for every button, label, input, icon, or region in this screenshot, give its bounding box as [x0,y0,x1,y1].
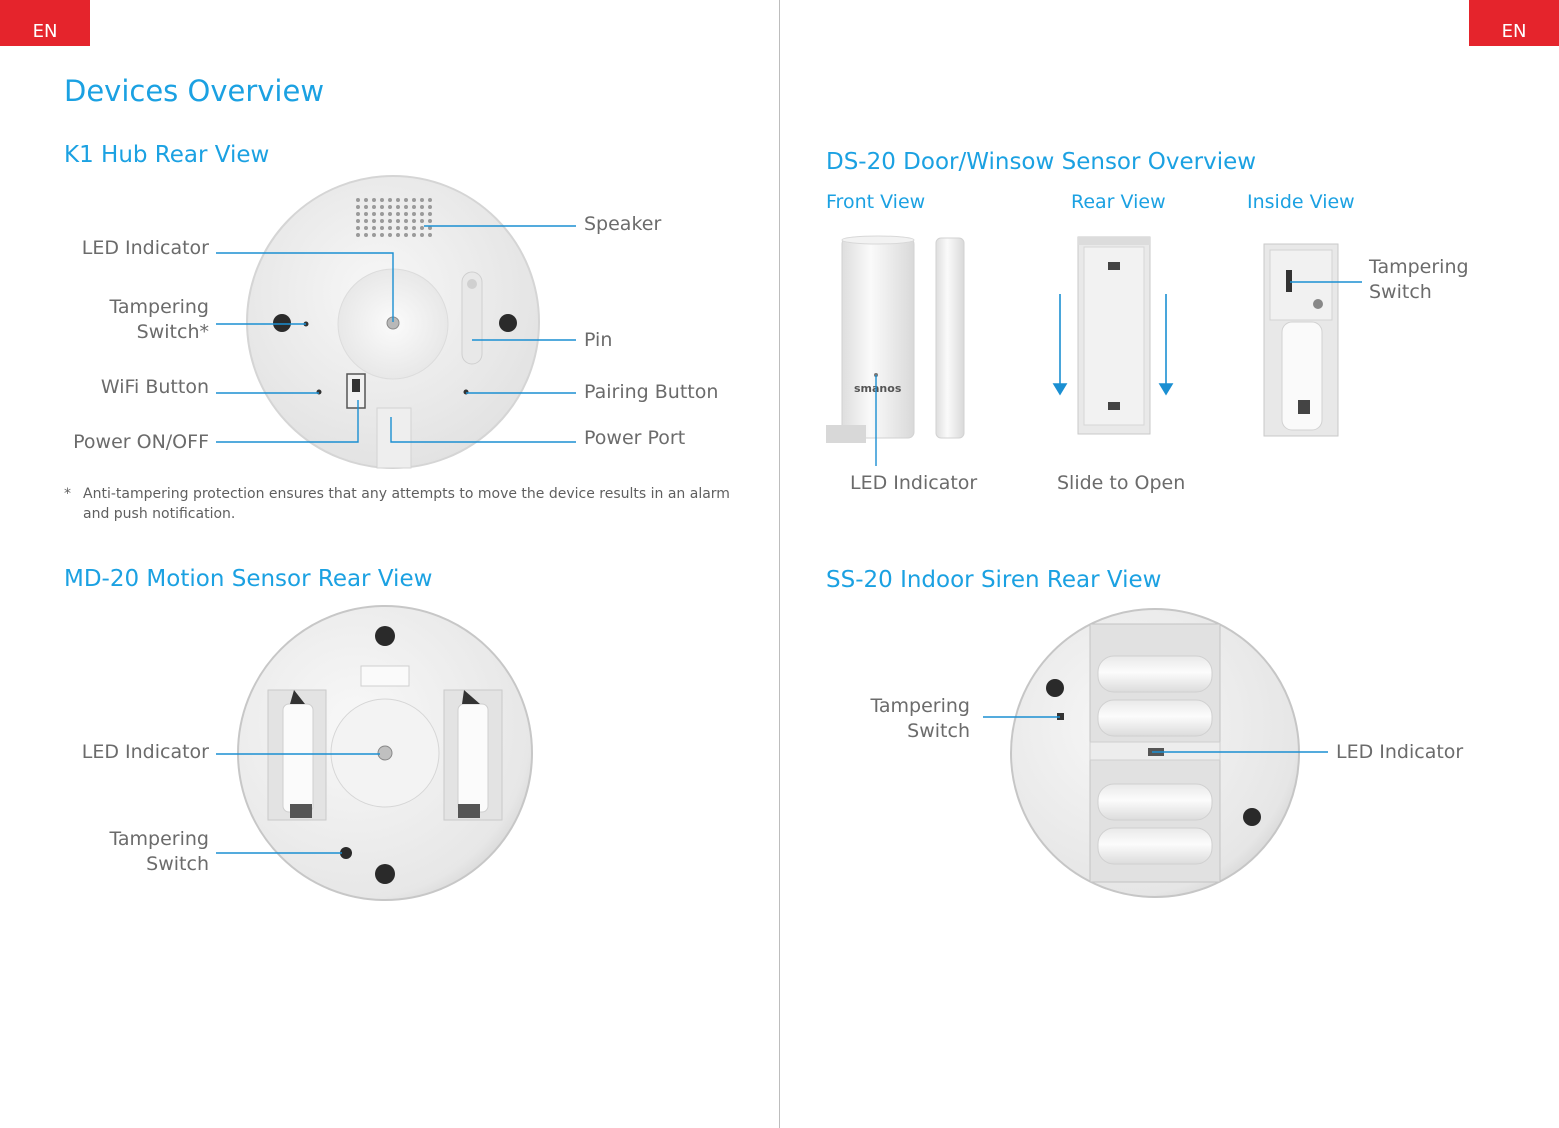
language-tab-right: EN [1469,0,1559,46]
smanos-logo: smanos [854,382,902,395]
siren-switch-label: Switch [907,720,970,742]
door-slide-to-open-label: Slide to Open [1057,472,1186,494]
motion-led-indicator-label: LED Indicator [81,741,209,763]
hub-illustration [216,175,576,469]
hub-speaker-label: Speaker [584,213,662,235]
hub-wifi-button-label: WiFi Button [100,376,209,398]
motion-sensor-illustration [216,605,533,901]
siren-led-indicator-label: LED Indicator [1336,741,1464,763]
left-page: EN Devices Overview K1 Hub Rear View [0,0,779,1128]
siren-tampering-label: Tampering [870,695,970,717]
hub-power-switch-label: Power ON/OFF [73,431,209,453]
door-sensor-heading: DS-20 Door/Winsow Sensor Overview [826,149,1257,175]
door-inside-view-heading: Inside View [1247,191,1355,213]
door-switch-label: Switch [1369,281,1432,303]
hub-tampering-label: Tampering [109,296,209,318]
right-page: EN DS-20 Door/Winsow Sensor Overview Fro… [780,0,1559,1128]
page-title: Devices Overview [64,74,325,108]
door-rear-view-heading: Rear View [1071,191,1166,213]
door-front-view-heading: Front View [826,191,926,213]
footnote-marker: * [64,486,71,502]
motion-heading: MD-20 Motion Sensor Rear View [64,566,433,592]
door-sensor-illustration: smanos [826,235,1362,466]
door-tampering-label: Tampering [1369,256,1469,278]
hub-heading: K1 Hub Rear View [64,142,270,168]
footnote-text: Anti-tampering protection ensures that a… [83,486,730,522]
hub-pairing-button-label: Pairing Button [584,381,719,403]
siren-heading: SS-20 Indoor Siren Rear View [826,567,1162,593]
hub-pin-label: Pin [584,329,613,351]
hub-switch-label: Switch* [136,321,209,343]
language-tab-left: EN [0,0,90,46]
hub-led-indicator-label: LED Indicator [81,237,209,259]
page-divider [779,0,780,1128]
door-led-indicator-label: LED Indicator [850,472,978,494]
motion-tampering-label: Tampering [109,828,209,850]
siren-illustration [983,608,1328,898]
hub-power-port-label: Power Port [584,427,686,449]
motion-switch-label: Switch [146,853,209,875]
